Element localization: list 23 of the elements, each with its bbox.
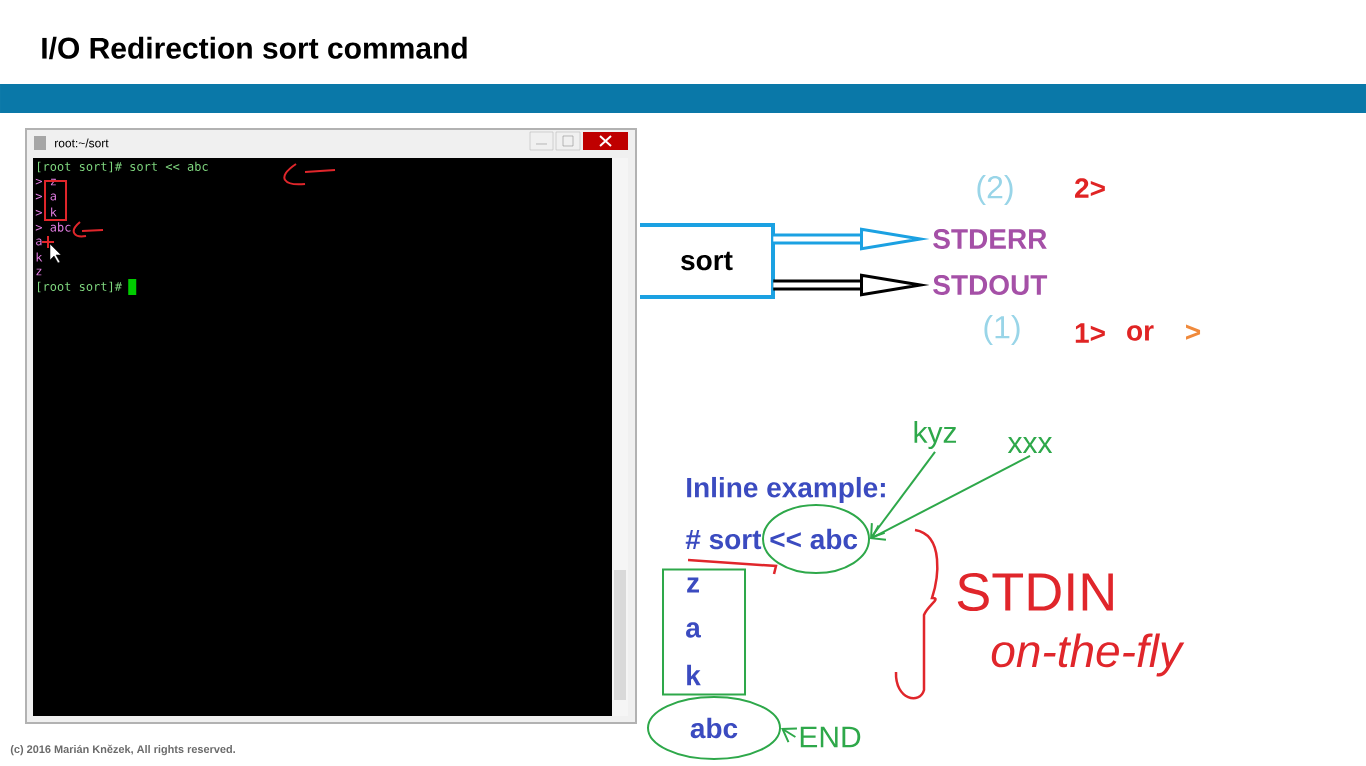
redirect-operator: 1> (1075, 323, 1105, 343)
handwritten-note: END (800, 726, 861, 748)
redirect-operator: > (1186, 324, 1201, 340)
title: I/O Redirection sort command (42, 36, 467, 60)
arrow (870, 450, 936, 539)
command-text: # sort << abc (685, 528, 858, 550)
input-lines-box: z a k (662, 568, 746, 696)
handwritten-note: xxx (1007, 437, 1053, 453)
stream-number: (1) (984, 315, 1020, 345)
arrow (870, 454, 1031, 541)
arrow (781, 727, 798, 744)
heading: Inline example: (687, 476, 885, 504)
stream-number: (2) (977, 175, 1013, 205)
process-box: sort (640, 223, 775, 299)
handwritten-note: kyz (914, 421, 956, 449)
copyright-text: (c) 2016 Marián Knězek, All rights reserved. (10, 744, 235, 756)
highlight-ellipse (762, 504, 870, 574)
stream-label: STDERR (933, 229, 1047, 249)
handwritten-note: STDIN (957, 572, 1113, 612)
text-label: or (1127, 325, 1154, 341)
handwritten-note: on-the-fly (991, 633, 1185, 677)
stream-label: STDOUT (933, 275, 1048, 295)
redirect-operator: 2> (1075, 178, 1105, 198)
